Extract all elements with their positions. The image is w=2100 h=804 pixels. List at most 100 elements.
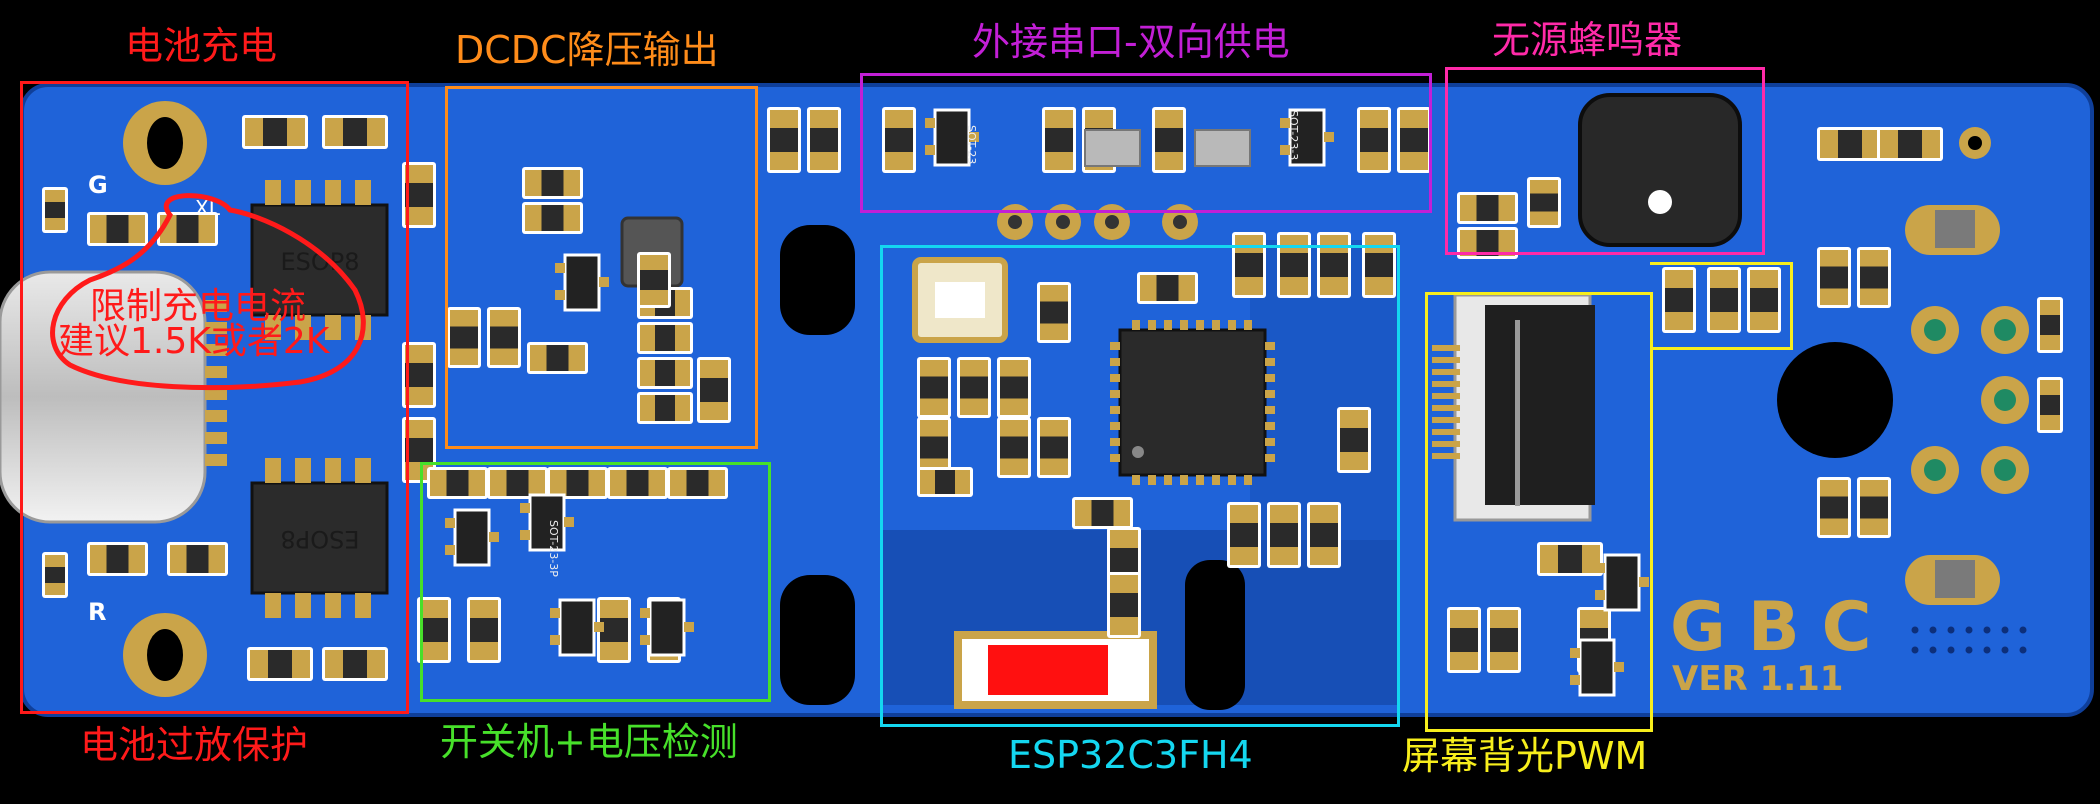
mcu-pad [1196, 475, 1204, 485]
sot-lead [1595, 563, 1605, 573]
sot23-transistor [933, 108, 971, 167]
smd-pad [1820, 518, 1848, 535]
region-mcu [880, 245, 1400, 727]
smd-pad [1820, 250, 1848, 267]
smd-pad [1360, 110, 1388, 128]
smd-pad [405, 387, 433, 405]
smd-pad [90, 545, 107, 573]
right-pads [997, 204, 2029, 494]
smd-pad [1040, 323, 1068, 340]
mcu-pad [1164, 475, 1172, 485]
mcu-pad [1212, 320, 1220, 330]
smd-pad [287, 118, 305, 146]
smd-pad [675, 395, 690, 421]
smd-pad [1075, 500, 1092, 526]
smd-pad [563, 205, 580, 231]
smd-pad [292, 650, 310, 678]
fpc-pin [1432, 345, 1460, 351]
smd-pad [470, 642, 498, 660]
smd-pad [1750, 312, 1778, 330]
sot-lead [1639, 577, 1649, 587]
header-hole [1105, 215, 1119, 229]
sot23-transistor [558, 598, 596, 657]
smd-pad [675, 325, 690, 351]
vent-dot [1983, 626, 1991, 634]
mounting-hole [147, 629, 183, 681]
smd-pad [1820, 130, 1838, 158]
smd-pad [325, 118, 343, 146]
chip-leg [355, 458, 371, 483]
smd-pad [960, 398, 988, 415]
fpc-pin [1432, 441, 1460, 447]
region-uart [860, 73, 1432, 213]
mcu-pad [1110, 454, 1120, 462]
fuse-red [988, 645, 1108, 695]
sot-lead [684, 622, 694, 632]
through-hole-center [1994, 389, 2016, 411]
smd-pad [1000, 458, 1028, 475]
mounting-hole [1968, 136, 1982, 150]
mcu-pad [1132, 320, 1140, 330]
mcu-pad [1148, 320, 1156, 330]
fpc-pin [1432, 357, 1460, 363]
silk-esop8-bottom: ESOP8 [280, 525, 359, 553]
smd-pad [640, 255, 668, 270]
through-hole-center [1994, 459, 2016, 481]
smd-pad [920, 398, 948, 415]
region-battery-charge [20, 81, 409, 714]
smd-pad [1450, 610, 1478, 628]
label-mcu: ESP32C3FH4 [1008, 733, 1253, 777]
chip-leg [325, 180, 341, 205]
smd-pad [920, 420, 948, 437]
mcu-pad [1132, 475, 1140, 485]
smd-pad [530, 345, 547, 371]
vent-dot [1929, 646, 1937, 654]
mcu-pad [1228, 475, 1236, 485]
mcu-pin1-dot [1132, 446, 1144, 458]
mounting-hole [147, 117, 183, 169]
smd-pad [1460, 230, 1477, 256]
smd-pad [1320, 235, 1348, 253]
smd-pad [1310, 547, 1338, 565]
smd-pad [550, 470, 567, 496]
smd-pad [170, 545, 187, 573]
mcu-pads [1110, 320, 1275, 485]
sot-lead [550, 635, 560, 645]
smd-pad [128, 215, 145, 243]
sot-lead [925, 145, 935, 155]
smd-pad [430, 470, 447, 496]
smd-pad [1230, 505, 1258, 523]
vent-dot [1947, 646, 1955, 654]
smd-pad [2040, 335, 2060, 350]
mcu-pad [1180, 475, 1188, 485]
mcu-pad [1265, 342, 1275, 350]
smd-pad [250, 650, 268, 678]
sot-lead [445, 518, 455, 528]
vent-dot [1965, 626, 1973, 634]
smd-pad [1665, 270, 1693, 288]
region-dcdc [445, 86, 758, 449]
smd-pad [2040, 415, 2060, 430]
smd-pad [2040, 380, 2060, 395]
smd-pad [1040, 420, 1068, 437]
smd-pad [1540, 545, 1558, 573]
smd-pad [1000, 360, 1028, 377]
smd-pad [1235, 235, 1263, 253]
label-uart-power: 外接串口-双向供电 [972, 20, 1290, 64]
smd-pad [1860, 480, 1888, 497]
smd-pad [1365, 235, 1393, 253]
usb-pin [205, 366, 227, 378]
chip-leg [355, 180, 371, 205]
smd-pad [1155, 152, 1183, 170]
smd-pad [1365, 277, 1393, 295]
mcu-pad [1265, 358, 1275, 366]
smd-pad [960, 360, 988, 377]
chip-leg [325, 315, 341, 340]
smd-pad [1110, 530, 1138, 548]
sot-lead [1570, 648, 1580, 658]
smd-pad [675, 360, 690, 386]
vent-dot [1911, 646, 1919, 654]
smd-pad [640, 325, 655, 351]
smd-pad [1280, 235, 1308, 253]
smd-pad [525, 205, 542, 231]
